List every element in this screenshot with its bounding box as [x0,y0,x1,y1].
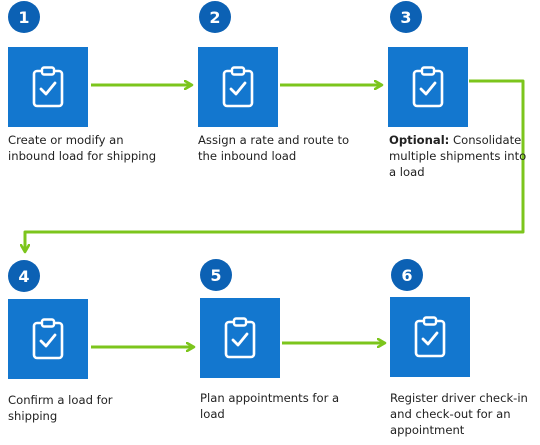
step-caption-text: Assign a rate and route to the inbound l… [198,133,350,163]
step-caption-text: Consolidate multiple shipments into a lo… [389,133,527,179]
step-caption-text: Register driver check-in and check-out f… [390,391,528,437]
step-tile [8,299,88,379]
step-number-badge: 5 [200,259,232,291]
step-caption-bold: Optional: [389,133,450,147]
step-caption-text: Confirm a load for shipping [8,393,113,423]
clipboard-check-icon [224,317,256,359]
step-caption: Plan appointments for a load [200,390,350,422]
step-number-badge: 1 [8,1,40,33]
step-caption-text: Plan appointments for a load [200,391,340,421]
step-tile [390,297,470,377]
step-tile [198,47,278,127]
clipboard-check-icon [414,316,446,358]
step-number-badge: 2 [199,1,231,33]
step-caption: Optional: Consolidate multiple shipments… [389,132,537,180]
step-number-badge: 4 [8,260,40,292]
step-tile [8,47,88,127]
clipboard-check-icon [32,66,64,108]
step-number-badge: 3 [390,1,422,33]
step-tile [388,47,468,127]
arrow-step3-to-step4 [25,79,525,251]
step-caption: Create or modify an inbound load for shi… [8,132,168,164]
step-caption: Confirm a load for shipping [8,392,148,424]
step-caption-text: Create or modify an inbound load for shi… [8,133,157,163]
clipboard-check-icon [412,66,444,108]
clipboard-check-icon [32,318,64,360]
clipboard-check-icon [222,66,254,108]
step-tile [200,298,280,378]
step-caption: Assign a rate and route to the inbound l… [198,132,358,164]
step-number-badge: 6 [391,259,423,291]
step-caption: Register driver check-in and check-out f… [390,390,535,438]
